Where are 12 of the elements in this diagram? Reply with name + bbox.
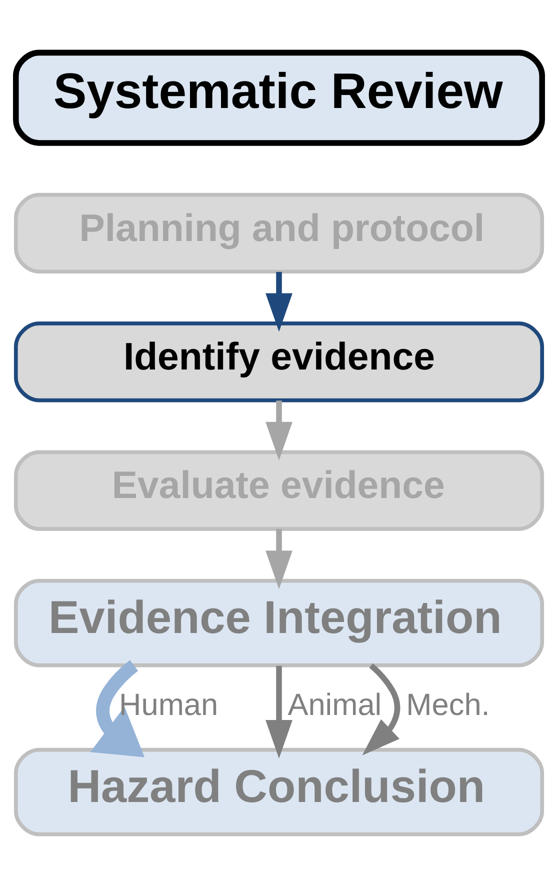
edge-label: Human [119,686,218,722]
edge-label: Animal [288,686,382,722]
node-box: Evidence Integration [14,578,544,668]
arrow [266,272,292,332]
node-box: Hazard Conclusion [14,748,544,836]
arrow [362,663,400,756]
node-box: Identify evidence [14,322,544,402]
arrow [266,529,292,590]
edge-label: Mech. [406,686,490,722]
arrow [266,666,292,759]
arrow [266,400,292,460]
node-box: Systematic Review [13,50,545,146]
